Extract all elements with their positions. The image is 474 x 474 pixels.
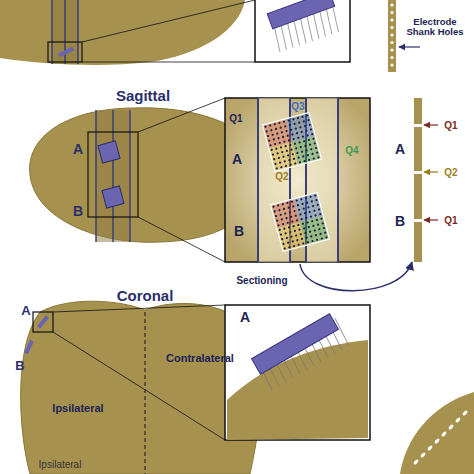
view-title: Coronal xyxy=(117,288,174,305)
region-label: Ipsilateral xyxy=(52,402,103,414)
callout-label: Electrode Shank Holes xyxy=(400,17,470,38)
zoom-inset xyxy=(225,98,370,262)
array-letter: B xyxy=(73,204,83,219)
midline xyxy=(144,312,145,474)
quadrant-label: Q4 xyxy=(345,145,358,156)
electrode-array xyxy=(58,47,74,57)
electrode-grid xyxy=(271,193,330,252)
zoom-box xyxy=(88,132,138,217)
zoom-inset xyxy=(225,305,370,440)
electrode-array xyxy=(252,314,339,375)
section-label: Q2 xyxy=(444,167,457,178)
quadrant-label: Q1 xyxy=(229,113,242,124)
section-label: Q1 xyxy=(444,120,457,131)
shank-holes xyxy=(390,3,393,66)
array-letter: A xyxy=(232,152,242,167)
section-strip xyxy=(414,98,422,262)
electrode-array xyxy=(267,0,334,29)
zoom-box xyxy=(33,312,53,332)
shank-holes xyxy=(413,410,468,466)
process-label: Sectioning xyxy=(236,275,287,286)
array-letter: B xyxy=(15,359,24,373)
section-label: Q1 xyxy=(444,215,457,226)
caption-fragment: Ipsilateral xyxy=(39,459,82,470)
quadrant-label: Q3 xyxy=(291,101,304,112)
quadrant-label: Q2 xyxy=(275,171,288,182)
brain-section xyxy=(400,392,474,474)
array-letter: A xyxy=(240,310,250,325)
zoom-box xyxy=(48,42,82,62)
array-letter: B xyxy=(234,224,244,239)
sectioning-arrow xyxy=(300,262,412,291)
implant-band xyxy=(52,0,78,64)
array-letter: A xyxy=(395,142,405,157)
array-letter: A xyxy=(73,142,83,157)
section-strip xyxy=(388,0,396,72)
view-title: Sagittal xyxy=(116,88,170,105)
array-letter: B xyxy=(395,214,405,229)
electrode-grid xyxy=(263,113,322,172)
electrode-array xyxy=(98,141,120,163)
array-letter: A xyxy=(21,304,30,318)
region-label: Contralateral xyxy=(166,352,234,364)
electrode-array xyxy=(102,186,124,208)
